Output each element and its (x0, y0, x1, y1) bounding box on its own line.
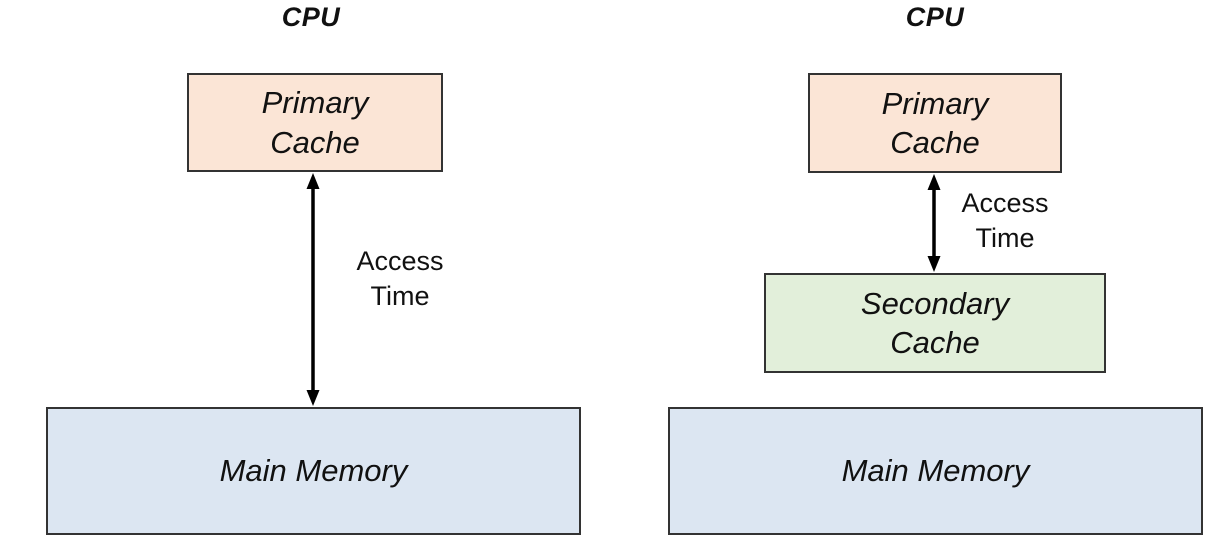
main-memory-box-left: Main Memory (46, 407, 581, 535)
access-time-arrow-left (306, 173, 320, 406)
access-time-line2: Time (370, 281, 430, 312)
secondary-cache-label-line1: Secondary (860, 285, 1010, 321)
access-time-label-left: Access Time (340, 244, 460, 314)
access-time-line1: Access (356, 246, 444, 276)
access-time-line1: Access (961, 188, 1049, 218)
secondary-cache-label-line2: Cache (890, 325, 980, 360)
primary-cache-box-left: Primary Cache (187, 73, 443, 172)
access-time-label-right: Access Time (945, 186, 1065, 256)
cpu-title-right: CPU (905, 2, 965, 32)
main-memory-label: Main Memory (841, 453, 1030, 489)
access-time-line2: Time (975, 223, 1035, 254)
primary-cache-label-line1: Primary (881, 85, 989, 121)
main-memory-label: Main Memory (219, 453, 408, 489)
primary-cache-label-line2: Cache (270, 124, 360, 160)
primary-cache-label-line2: Cache (890, 125, 980, 160)
cpu-title-left: CPU (281, 2, 341, 32)
main-memory-box-right: Main Memory (668, 407, 1203, 535)
secondary-cache-box: Secondary Cache (764, 273, 1106, 373)
access-time-arrow-right (927, 174, 941, 272)
primary-cache-label-line1: Primary (261, 85, 369, 121)
primary-cache-box-right: Primary Cache (808, 73, 1062, 173)
